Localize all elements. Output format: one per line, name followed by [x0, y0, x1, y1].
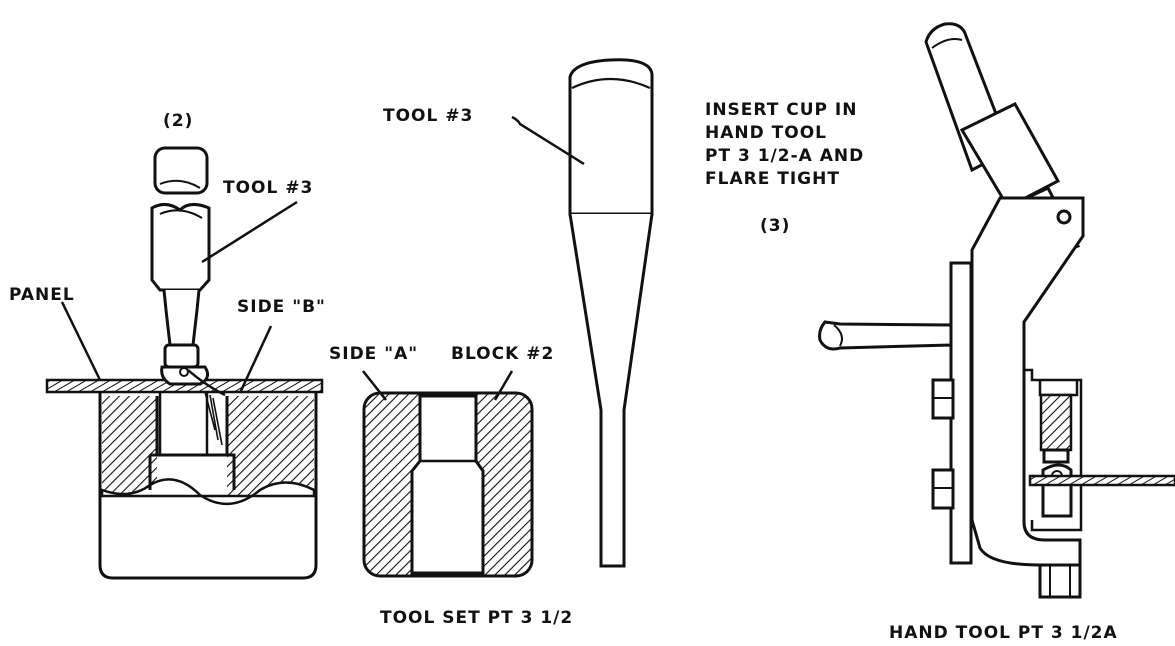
- hand-tool-drawing: [818, 22, 1175, 599]
- leader-lines-center: [362, 370, 514, 401]
- step-2-label: (2): [163, 111, 194, 131]
- step-2-assembly: [45, 146, 324, 580]
- side-b-label: SIDE "B": [237, 297, 326, 317]
- tool3-left-label: TOOL #3: [223, 178, 314, 198]
- side-a-label: SIDE "A": [329, 344, 419, 364]
- leader-lines-left: [60, 200, 298, 394]
- panel-label: PANEL: [9, 285, 75, 305]
- step-3-label: (3): [760, 216, 791, 236]
- housing-block: [98, 393, 318, 580]
- instruction-line-4: FLARE TIGHT: [705, 169, 840, 189]
- tool-set-label: TOOL SET PT 3 1/2: [380, 608, 574, 628]
- leader-line-tool3-center: [511, 115, 585, 166]
- instruction-line-1: INSERT CUP IN: [705, 100, 858, 120]
- spring-coils: [1039, 393, 1073, 452]
- hand-tool-label: HAND TOOL PT 3 1/2A: [889, 623, 1118, 643]
- tool3-center-drawing: [568, 58, 654, 568]
- block2-label: BLOCK #2: [451, 344, 555, 364]
- block2-section: [362, 391, 534, 578]
- tool3-center-label: TOOL #3: [383, 106, 474, 126]
- tool3-left: [150, 146, 226, 455]
- instruction-line-3: PT 3 1/2-A AND: [705, 146, 865, 166]
- instruction-line-2: HAND TOOL: [705, 123, 827, 143]
